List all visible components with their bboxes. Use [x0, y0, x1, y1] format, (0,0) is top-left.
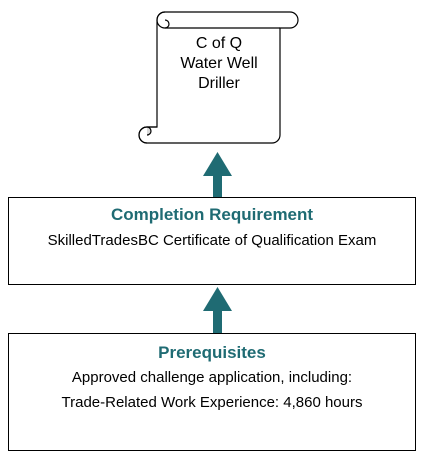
credential-line-2: Water Well: [180, 55, 258, 72]
prerequisites-box: Prerequisites Approved challenge applica…: [8, 333, 416, 451]
credential-line-1: C of Q: [195, 35, 243, 52]
completion-requirement-title: Completion Requirement: [110, 205, 314, 224]
arrow-to-completion-icon: [203, 287, 232, 333]
prerequisites-line-1: Approved challenge application, includin…: [71, 369, 353, 386]
arrow-to-certificate-icon: [203, 152, 232, 197]
credential-line-3: Driller: [198, 75, 240, 92]
completion-requirement-text: SkilledTradesBC Certificate of Qualifica…: [47, 232, 377, 249]
credential-label: C of Q Water Well Driller: [160, 34, 278, 94]
completion-requirement-box: Completion Requirement SkilledTradesBC C…: [8, 197, 416, 285]
certificate-scroll-icon: [138, 11, 299, 144]
prerequisites-line-2: Trade-Related Work Experience: 4,860 hou…: [61, 394, 363, 411]
prerequisites-title: Prerequisites: [158, 343, 266, 362]
